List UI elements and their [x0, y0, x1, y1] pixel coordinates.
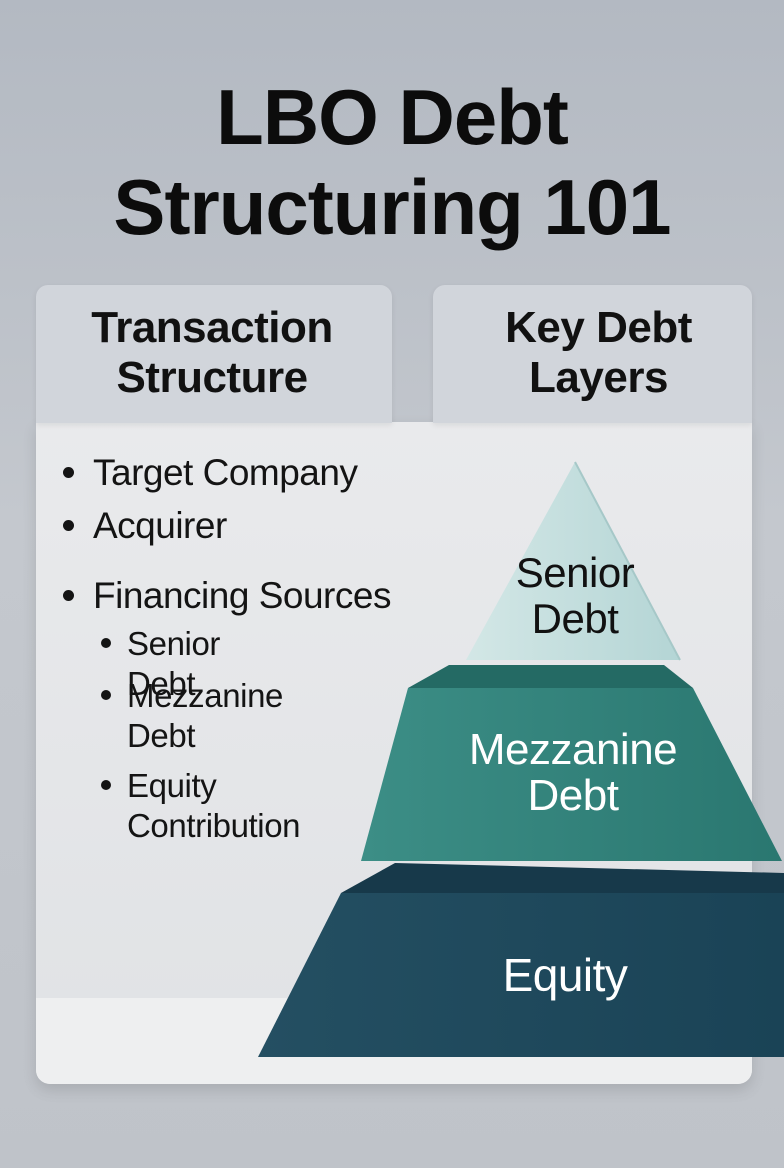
mezzanine-debt-label: Mezzanine Debt: [468, 725, 678, 820]
senior-layer: [466, 462, 680, 660]
list-item-acquirer: Acquirer: [63, 505, 227, 546]
senior-debt-label: Senior Debt: [515, 549, 635, 642]
key-debt-layers-header: Key Debt Layers: [433, 285, 752, 423]
mezzanine-layer: [361, 688, 782, 861]
list-item-target-company: Target Company: [62, 452, 358, 493]
sublist-item-equity-contribution: Equity Contribution: [100, 767, 301, 844]
title-line-2: Structuring 101: [113, 163, 671, 251]
sublist-item-mezzanine-debt: Mezzanine Debt: [101, 677, 283, 754]
key-debt-layers-heading: Key Debt Layers: [505, 303, 692, 402]
list-item-financing-sources: Financing Sources: [63, 575, 391, 616]
equity-layer-top: [341, 863, 784, 893]
senior-layer-edge: [574, 461, 681, 661]
equity-layer: [258, 893, 784, 1057]
transaction-structure-heading: Transaction Structure: [91, 303, 333, 402]
equity-label: Equity: [502, 949, 628, 1001]
title-line-1: LBO Debt: [216, 73, 569, 161]
mezzanine-layer-top: [408, 665, 693, 688]
transaction-structure-header: Transaction Structure: [36, 285, 392, 423]
page-title: LBO Debt Structuring 101: [0, 72, 784, 252]
sublist-item-senior-debt: Senior Debt: [101, 625, 220, 702]
